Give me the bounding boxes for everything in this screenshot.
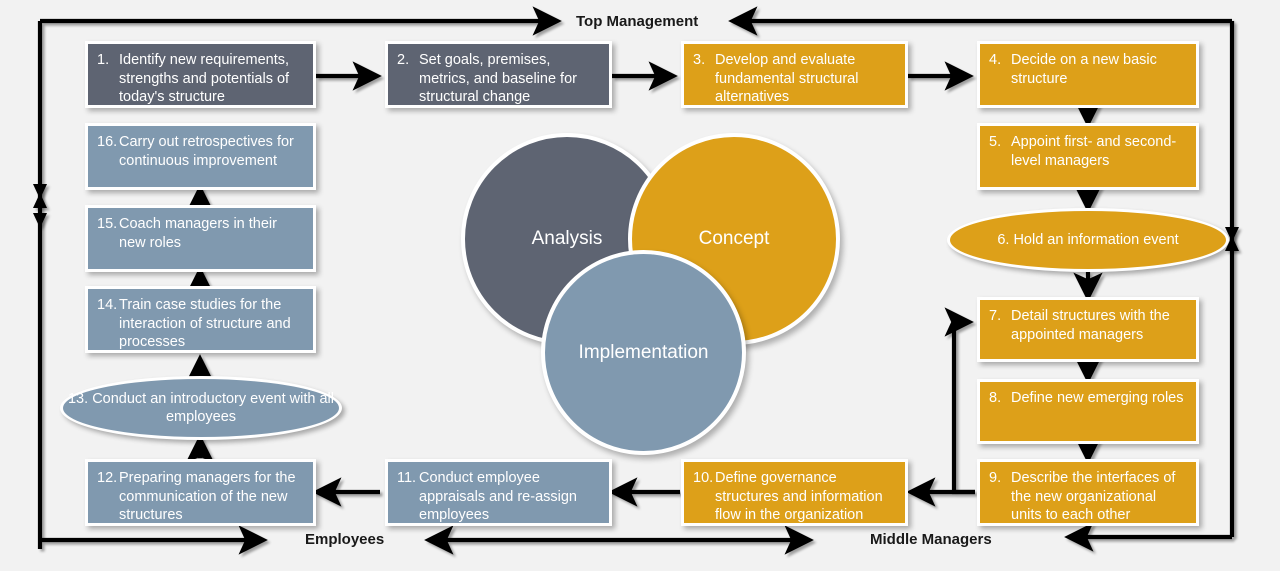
step-4-number: 4. [989,52,1002,68]
step-14-text: Train case studies for the interaction o… [119,297,291,350]
step-14[interactable]: 14.Train case studies for the interactio… [85,286,316,353]
step-4[interactable]: 4. Decide on a new basic structure [977,41,1199,108]
step-16-number: 16. [97,134,118,150]
step-1-number: 1. [97,52,110,68]
step-9-number: 9. [989,470,1002,486]
step-6-label: 6. Hold an information event [997,231,1178,250]
step-13-number: 13. [67,390,89,407]
step-7[interactable]: 7. Detail structures with the appointed m… [977,297,1199,362]
step-10[interactable]: 10.Define governance structures and info… [681,459,908,526]
step-8-text: Define new emerging roles [1011,390,1184,406]
venn-label-implementation: Implementation [578,341,709,363]
step-15-number: 15. [97,216,118,232]
venn-label-analysis: Analysis [531,228,603,249]
venn-label-concept: Concept [698,228,770,249]
step-13-label: 13. Conduct an introductory event with a… [63,390,339,427]
step-5[interactable]: 5. Appoint first- and second-level manage… [977,123,1199,190]
step-14-number: 14. [97,297,118,313]
step-16[interactable]: 16.Carry out retrospectives for continuo… [85,123,316,190]
venn-circle-implementation: Implementation [541,250,746,455]
step-1[interactable]: 1. Identify new requirements, strengths a… [85,41,316,108]
step-7-text: Detail structures with the appointed man… [1011,308,1170,343]
step-12[interactable]: 12.Preparing managers for the communicat… [85,459,316,526]
step-6[interactable]: 6. Hold an information event [947,208,1229,272]
step-1-text: Identify new requirements, strengths and… [119,52,290,105]
lane-label-employees: Employees [305,531,385,548]
step-15[interactable]: 15.Coach managers in their new roles [85,205,316,272]
step-3-number: 3. [693,52,706,68]
step-5-number: 5. [989,134,1002,150]
step-6-number: 6. [997,231,1010,248]
lane-label-top-management: Top Management [576,13,699,30]
step-10-text: Define governance structures and informa… [715,470,883,523]
step-2-number: 2. [397,52,410,68]
step-3[interactable]: 3. Develop and evaluate fundamental struc… [681,41,908,108]
step-3-text: Develop and evaluate fundamental structu… [715,52,859,105]
lane-label-middle-managers: Middle Managers [870,531,992,548]
step-10-number: 10. [693,470,714,486]
step-15-text: Coach managers in their new roles [119,216,277,251]
bidirectional-marker [33,213,47,228]
step-9-text: Describe the interfaces of the new organ… [1011,470,1176,523]
step-8[interactable]: 8. Define new emerging roles [977,379,1199,444]
step-16-text: Carry out retrospectives for continuous … [119,134,294,169]
step-9[interactable]: 9. Describe the interfaces of the new org… [977,459,1199,526]
step-4-text: Decide on a new basic structure [1011,52,1157,87]
step-6-text: Hold an information event [1013,231,1179,248]
step-2[interactable]: 2. Set goals, premises, metrics, and base… [385,41,612,108]
step-12-number: 12. [97,470,118,486]
step-11-text: Conduct employee appraisals and re-assig… [419,470,577,523]
step-5-text: Appoint first- and second-level managers [1011,134,1177,169]
step-11[interactable]: 11.Conduct employee appraisals and re-as… [385,459,612,526]
step-11-number: 11. [397,470,417,486]
step-13-text: Conduct an introductory event with all e… [92,390,334,426]
step-13[interactable]: 13. Conduct an introductory event with a… [60,376,342,440]
step-2-text: Set goals, premises, metrics, and baseli… [419,52,577,105]
step-12-text: Preparing managers for the communication… [119,470,296,523]
step-8-number: 8. [989,390,1002,406]
step-7-number: 7. [989,308,1002,324]
